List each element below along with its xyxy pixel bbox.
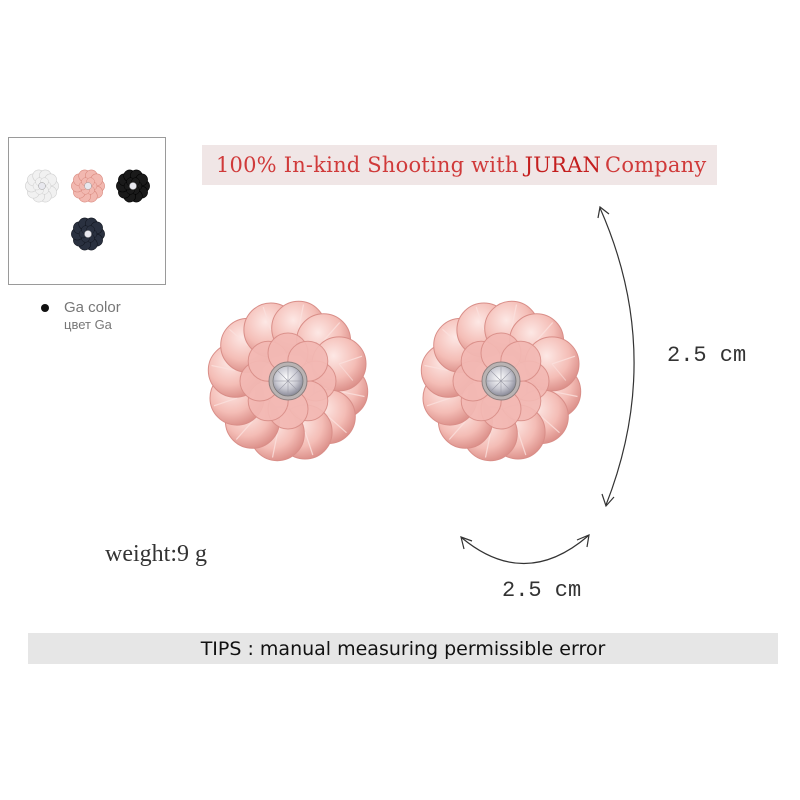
width-measurement: 2.5 cm bbox=[502, 578, 582, 603]
width-arc bbox=[461, 535, 589, 565]
earring-right bbox=[420, 300, 582, 462]
banner-prefix: 100% In-kind Shooting with bbox=[216, 153, 519, 177]
variant-black bbox=[116, 169, 150, 203]
variant-white bbox=[25, 169, 59, 203]
bullet-dot-icon bbox=[41, 304, 49, 312]
width-arrowhead-right bbox=[576, 534, 590, 548]
color-variants-thumbnail[interactable] bbox=[8, 137, 166, 285]
weight-label: weight:9 g bbox=[105, 541, 207, 567]
tips-bar: TIPS : manual measuring permissible erro… bbox=[28, 633, 778, 664]
height-arrowhead-bottom bbox=[601, 493, 615, 508]
earring-left bbox=[207, 300, 369, 462]
height-arrowhead-top bbox=[597, 205, 610, 219]
variant-flowers-graphic bbox=[25, 169, 150, 251]
width-arrowhead-left bbox=[460, 536, 473, 550]
height-measurement: 2.5 cm bbox=[667, 343, 747, 368]
variant-pink bbox=[71, 169, 105, 203]
promo-banner: 100% In-kind Shooting with JURAN Company bbox=[202, 145, 717, 185]
color-name-ru: цвет Ga bbox=[64, 317, 112, 332]
earrings-product-photo bbox=[207, 300, 582, 462]
banner-suffix: Company bbox=[605, 153, 707, 177]
color-name-en: Ga color bbox=[64, 299, 121, 316]
banner-brand: JURAN bbox=[524, 153, 602, 177]
variant-dark-blue bbox=[71, 217, 105, 251]
height-arc bbox=[599, 207, 635, 506]
